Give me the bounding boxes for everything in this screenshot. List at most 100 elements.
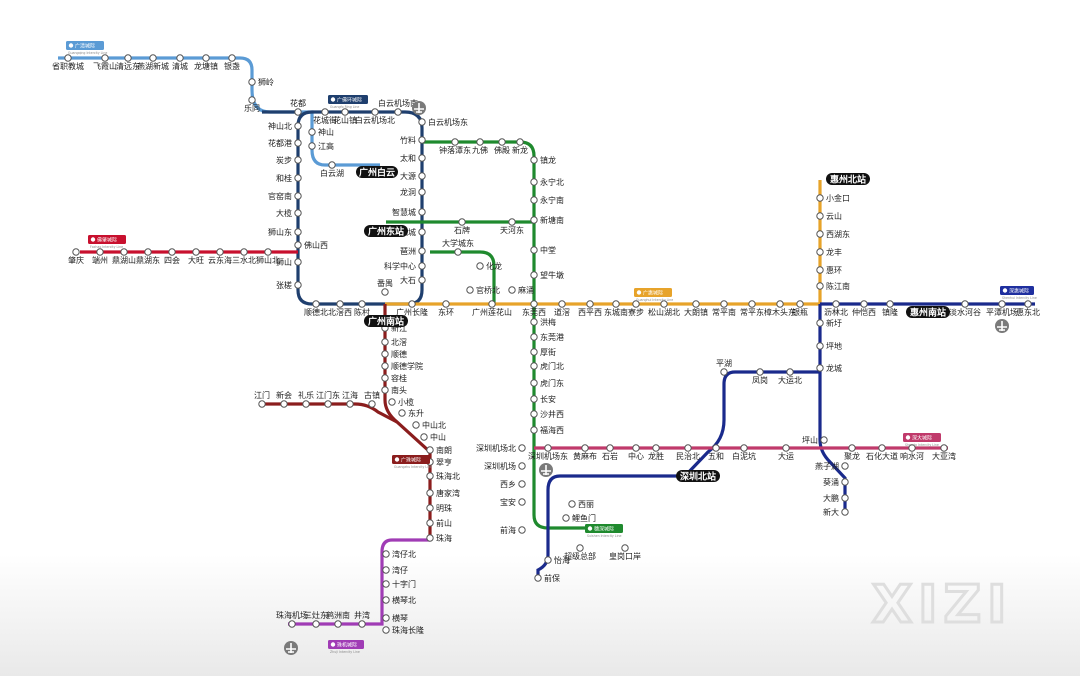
station[interactable]: 珠海长隆	[382, 625, 424, 635]
station[interactable]: 湾仔	[382, 565, 408, 575]
station-dot[interactable]	[101, 54, 109, 62]
station-dot[interactable]	[841, 508, 849, 516]
station-dot[interactable]	[621, 544, 629, 552]
station[interactable]: 天河东	[500, 218, 524, 235]
station-dot[interactable]	[816, 194, 824, 202]
station[interactable]: 珠海北	[426, 471, 460, 481]
station[interactable]: 常平南	[712, 300, 736, 317]
station-dot[interactable]	[336, 300, 344, 308]
station-dot[interactable]	[264, 248, 272, 256]
station-dot[interactable]	[720, 300, 728, 308]
hub-station-huizhoubei[interactable]: 惠州北站	[826, 173, 870, 186]
station-dot[interactable]	[534, 574, 542, 582]
station[interactable]: 鹤洲南	[326, 610, 350, 628]
station-dot[interactable]	[518, 498, 526, 506]
station[interactable]: 大学城东	[442, 238, 474, 256]
station[interactable]: 十字门	[382, 579, 416, 589]
station[interactable]: 大亚湾	[932, 444, 956, 461]
station-dot[interactable]	[418, 247, 426, 255]
station[interactable]: 大鹏	[823, 493, 849, 503]
station[interactable]: 省职教城	[52, 54, 84, 71]
station-dot[interactable]	[612, 300, 620, 308]
station-dot[interactable]	[426, 504, 434, 512]
station-dot[interactable]	[530, 178, 538, 186]
station-dot[interactable]	[280, 400, 288, 408]
station[interactable]: 常平东	[740, 300, 764, 317]
station-dot[interactable]	[302, 400, 310, 408]
station[interactable]: 望牛墩	[530, 270, 564, 280]
station[interactable]: 大运	[778, 444, 794, 461]
station[interactable]: 井湾	[354, 610, 370, 628]
station[interactable]: 科学中心	[384, 261, 426, 271]
station-dot[interactable]	[820, 436, 828, 444]
station[interactable]: 狮山东	[268, 227, 302, 237]
station[interactable]: 陈江南	[816, 281, 850, 291]
station-dot[interactable]	[498, 138, 506, 146]
station[interactable]: 佛山西	[294, 240, 328, 250]
station[interactable]: 凤岗	[752, 368, 768, 385]
station[interactable]: 太和	[400, 153, 426, 163]
station[interactable]: 珠海机场	[276, 610, 308, 628]
station-dot[interactable]	[248, 78, 256, 86]
station-dot[interactable]	[712, 444, 720, 452]
station-dot[interactable]	[860, 300, 868, 308]
station[interactable]: 洪梅	[530, 317, 556, 327]
station[interactable]: 北滘	[381, 338, 407, 347]
station-dot[interactable]	[258, 400, 266, 408]
station-dot[interactable]	[961, 300, 969, 308]
station-dot[interactable]	[418, 208, 426, 216]
station[interactable]: 北滘西	[328, 300, 352, 317]
station[interactable]: 化龙	[476, 261, 502, 271]
station-dot[interactable]	[426, 472, 434, 480]
station-dot[interactable]	[308, 142, 316, 150]
station[interactable]: 永宁南	[530, 195, 564, 205]
station[interactable]: 大旺	[188, 248, 204, 265]
station[interactable]: 大运北	[778, 368, 802, 385]
station[interactable]: 官桥北	[466, 285, 500, 295]
station[interactable]: 狮山	[276, 257, 302, 267]
station-dot[interactable]	[381, 362, 389, 370]
station-dot[interactable]	[418, 188, 426, 196]
station-dot[interactable]	[412, 421, 420, 429]
station[interactable]: 西湖东	[816, 229, 850, 239]
station[interactable]: 超级总部	[564, 544, 596, 561]
station[interactable]: 鼎湖东	[136, 248, 160, 265]
station-dot[interactable]	[558, 300, 566, 308]
station[interactable]: 麻涌	[508, 285, 534, 295]
station[interactable]: 炭步	[276, 156, 302, 165]
station[interactable]: 湾仔北	[382, 549, 416, 559]
station[interactable]: 淡水河谷	[949, 300, 981, 317]
station-dot[interactable]	[420, 433, 428, 441]
station[interactable]: 顺德北	[304, 300, 328, 317]
station[interactable]: 钟落潭东	[439, 138, 471, 155]
station[interactable]: 沙井西	[530, 409, 564, 419]
station-dot[interactable]	[530, 426, 538, 434]
station-dot[interactable]	[358, 300, 366, 308]
station-dot[interactable]	[886, 300, 894, 308]
station-dot[interactable]	[516, 138, 524, 146]
station[interactable]: 番禺	[377, 278, 393, 296]
station[interactable]: 深圳机场	[484, 461, 526, 471]
station-dot[interactable]	[124, 54, 132, 62]
station-dot[interactable]	[192, 248, 200, 256]
station[interactable]: 智慧城	[392, 207, 426, 217]
station[interactable]: 龙塘镇	[194, 54, 218, 71]
station-dot[interactable]	[660, 300, 668, 308]
station-dot[interactable]	[418, 154, 426, 162]
station-dot[interactable]	[544, 556, 552, 564]
station[interactable]: 宝安	[500, 497, 526, 507]
station-dot[interactable]	[408, 300, 416, 308]
station[interactable]: 东莞港	[530, 332, 564, 342]
station[interactable]: 寮步	[628, 300, 644, 317]
station-dot[interactable]	[334, 620, 342, 628]
station[interactable]: 张槎	[276, 280, 302, 290]
station[interactable]: 云东海	[208, 248, 232, 265]
station-dot[interactable]	[530, 318, 538, 326]
station[interactable]: 石岩	[602, 444, 618, 461]
station[interactable]: 清远东	[116, 54, 140, 71]
station-dot[interactable]	[841, 478, 849, 486]
station-dot[interactable]	[312, 620, 320, 628]
station[interactable]: 三灶东	[304, 610, 328, 628]
station-dot[interactable]	[476, 262, 484, 270]
station-dot[interactable]	[398, 409, 406, 417]
